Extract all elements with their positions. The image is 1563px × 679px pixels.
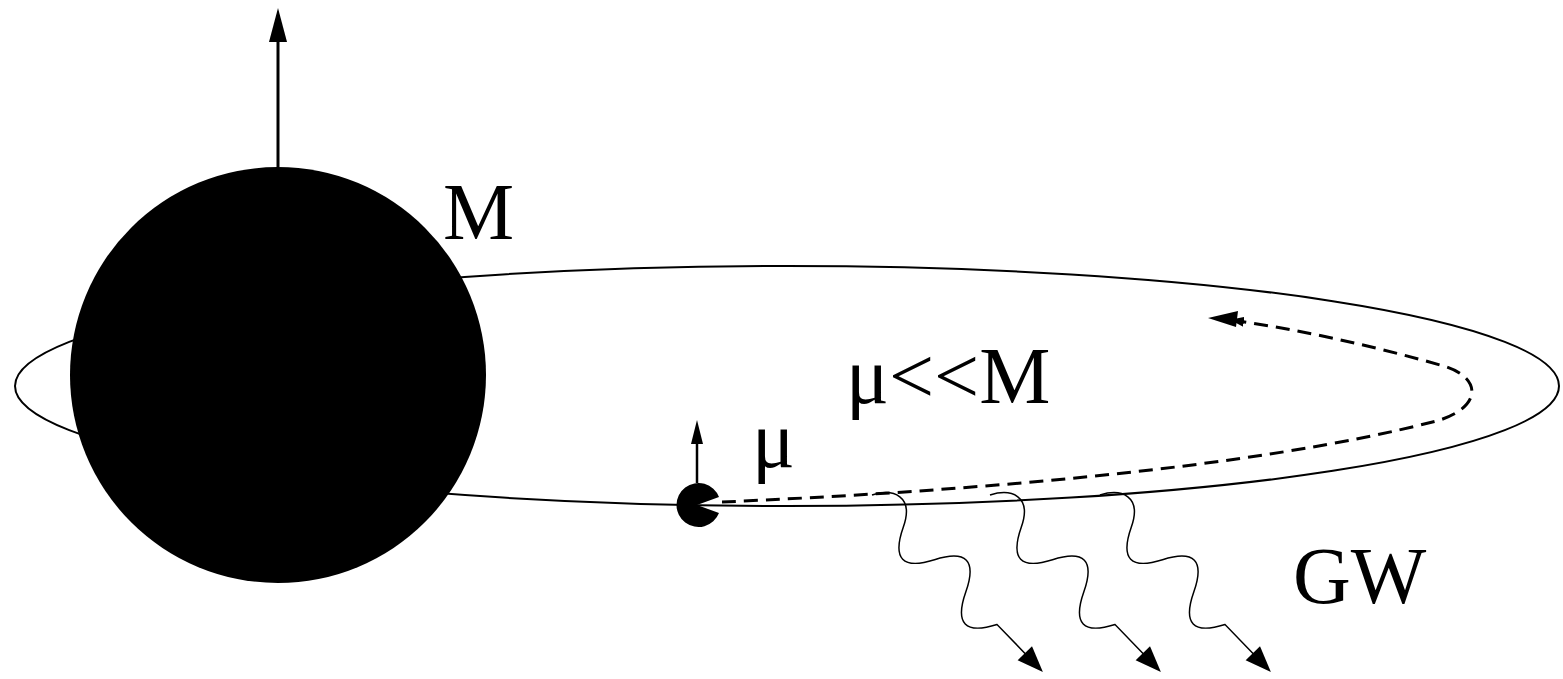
spin-arrowhead [269, 8, 287, 42]
wave-label: GW [1293, 536, 1426, 616]
black-hole [70, 167, 486, 583]
small-mass-label: μ [752, 400, 795, 480]
mass-ratio-label: μ<<M [846, 336, 1050, 416]
mass-label: M [443, 172, 514, 252]
small-spin-arrowhead [691, 420, 703, 444]
small-spin-arrow [696, 440, 699, 483]
small-body [677, 483, 719, 527]
trajectory-arrowhead [1208, 311, 1238, 327]
gravitational-wave [1084, 479, 1287, 679]
trajectory-arrow [722, 320, 1472, 502]
gravitational-wave [856, 479, 1059, 679]
gravitational-wave [974, 479, 1177, 679]
spin-arrow [277, 30, 280, 167]
